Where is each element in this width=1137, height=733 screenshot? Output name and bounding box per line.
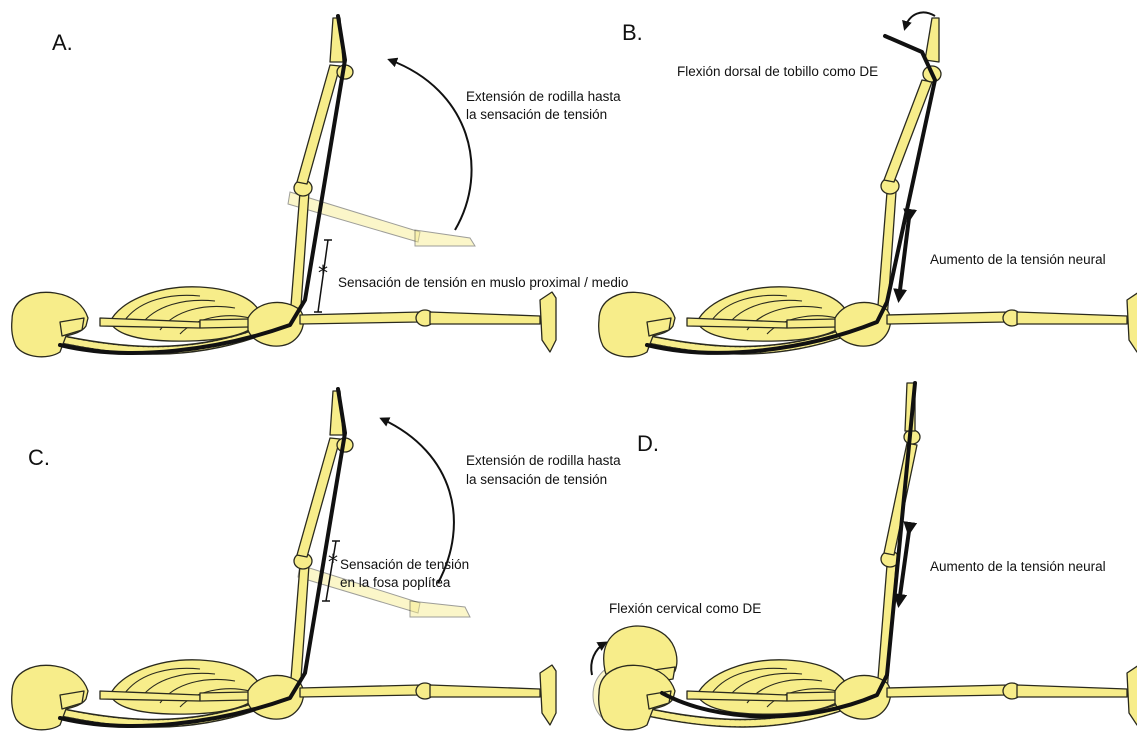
panel-d-caption: Flexión cervical como DE	[609, 601, 761, 616]
tension-marker: *	[328, 550, 338, 574]
panel-b: B. Flexión dorsal de tobillo como DE Aum…	[599, 12, 1137, 356]
panel-d-tension-label: Aumento de la tensión neural	[930, 559, 1106, 574]
panel-d: D. Flexión cervical como DE Aumento de l…	[591, 383, 1137, 730]
panel-b-caption: Flexión dorsal de tobillo como DE	[677, 64, 878, 79]
motion-arrow	[390, 60, 472, 230]
panel-a-caption-line-2: la sensación de tensión	[466, 107, 607, 122]
panel-c-caption-line-2: la sensación de tensión	[466, 472, 607, 487]
panel-b-tension-label: Aumento de la tensión neural	[930, 252, 1106, 267]
leg-raised	[877, 18, 941, 320]
panel-c-sensation-line-2: en la fosa poplítea	[340, 575, 451, 590]
panel-a-caption-line-1: Extensión de rodilla hasta	[466, 89, 621, 104]
panel-c-sensation-line-1: Sensación de tensión	[340, 557, 469, 572]
panel-c-letter: C.	[28, 445, 50, 470]
panel-d-letter: D.	[637, 431, 659, 456]
panel-b-letter: B.	[622, 20, 643, 45]
panel-c-caption-line-1: Extensión de rodilla hasta	[466, 453, 621, 468]
tension-marker: *	[318, 261, 328, 285]
leg-ghost	[298, 565, 470, 617]
panel-c: C. * Extensión de rodilla hasta la sensa…	[12, 389, 621, 730]
panel-a: A. * Extensión de rodilla hasta la sensa…	[12, 16, 629, 357]
panel-a-sensation: Sensación de tensión en muslo proximal /…	[338, 275, 628, 290]
cervical-flexion-arrow	[591, 643, 605, 675]
panel-a-letter: A.	[52, 30, 73, 55]
